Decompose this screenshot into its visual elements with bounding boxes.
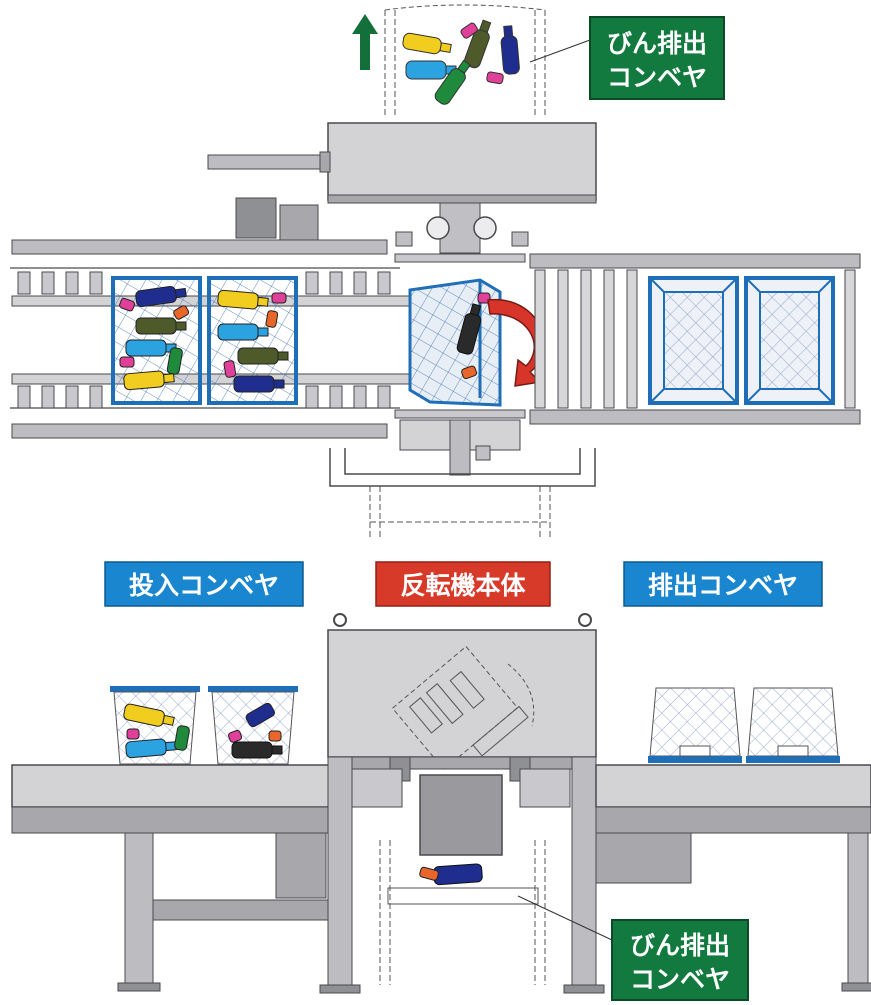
plan-infeed-crate-2 xyxy=(207,276,298,405)
top-exit-conveyor xyxy=(384,4,546,115)
plan-empty-crate-1 xyxy=(648,276,739,405)
plan-discharge-conveyor xyxy=(529,253,861,425)
discharge-conveyor-label-text: 排出コンベヤ xyxy=(648,571,798,600)
top-exit-label-line2: コンベヤ xyxy=(607,63,707,92)
elevation-empty-crate-1 xyxy=(648,687,742,763)
plan-machine-housing xyxy=(207,122,597,254)
elevation-inverter-body xyxy=(319,613,605,994)
top-exit-conveyor-label: びん排出 コンベヤ xyxy=(529,16,725,100)
elevation-discharge-conveyor xyxy=(595,687,871,992)
plan-infeed-crate-1 xyxy=(111,276,202,405)
plan-inverter-center xyxy=(329,253,596,540)
infeed-conveyor-label-text: 投入コンベヤ xyxy=(129,571,279,600)
top-exit-label-line1: びん排出 xyxy=(607,29,707,58)
exit-bottles-top xyxy=(402,19,520,105)
upward-arrow-icon xyxy=(352,14,378,70)
infeed-rollers xyxy=(17,271,391,409)
discharge-conveyor-label: 排出コンベヤ xyxy=(623,561,823,607)
elevation-infeed-conveyor xyxy=(11,764,331,992)
bottom-exit-conveyor-label: びん排出 コンベヤ xyxy=(517,895,749,1001)
bottom-exit-label-line2: コンベヤ xyxy=(630,965,730,994)
infeed-conveyor-label: 投入コンベヤ xyxy=(104,561,304,607)
bottom-exit-label-line1: びん排出 xyxy=(630,931,730,960)
elevation-view: びん排出 コンベヤ xyxy=(11,613,871,1001)
elevation-empty-crate-2 xyxy=(746,687,840,763)
rotation-direction-arrow-icon xyxy=(507,663,535,727)
plan-empty-crate-2 xyxy=(744,276,835,405)
elevation-full-crate-2 xyxy=(208,686,298,765)
inverter-body-label: 反転機本体 xyxy=(375,561,551,607)
elevation-full-crate-1 xyxy=(110,686,200,765)
rotation-arrow-icon xyxy=(487,299,545,387)
plan-view: びん排出 コンベヤ xyxy=(10,4,861,540)
inverter-body-label-text: 反転機本体 xyxy=(400,571,526,600)
